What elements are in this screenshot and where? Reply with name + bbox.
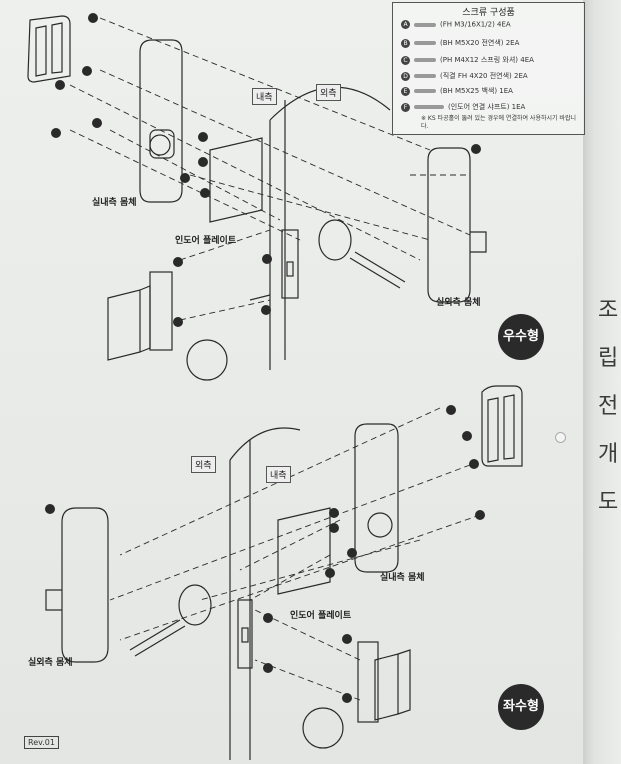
legend-item-c: C(PH M4X12 스프링 와셔) 4EA xyxy=(401,55,534,65)
revision-label: Rev.01 xyxy=(24,736,59,749)
legend-item-a: A(FH M3/16X1/2) 4EA xyxy=(401,20,511,29)
legend-item-d: D(직결 FH 4X20 전연색) 2EA xyxy=(401,71,528,81)
bottom-outer-tag: 외측 xyxy=(191,456,216,473)
side-char-2: 립 xyxy=(598,346,619,371)
bottom-inner-tag: 내측 xyxy=(266,466,291,483)
assembly-diagram: 실내측 몸체 인도어 플레이트 실외측 몸체 실내측 몸체 인도어 플레이트 실… xyxy=(27,13,523,760)
side-char-4: 개 xyxy=(598,442,619,467)
top-outer-tag: 외측 xyxy=(316,84,341,101)
left-hand-type-badge: 좌수형 xyxy=(498,684,544,730)
bottom-mortise xyxy=(374,649,411,721)
top-rose xyxy=(318,219,352,261)
side-char-1: 조 xyxy=(598,298,619,323)
top-indoor-body xyxy=(139,39,183,203)
bottom-latch-plate xyxy=(237,599,253,669)
top-indoor-plate-label: 인도어 플레이트 xyxy=(175,234,237,246)
top-outdoor-body-label: 실외측 몸체 xyxy=(436,296,481,308)
bottom-outdoor-body-label: 실외측 몸체 xyxy=(28,656,73,668)
bottom-rose xyxy=(178,584,212,626)
side-char-5: 도 xyxy=(598,490,619,515)
bottom-indoor-body xyxy=(354,423,399,573)
top-latch-plate xyxy=(281,229,299,299)
right-hand-type-badge: 우수형 xyxy=(498,314,544,360)
bottom-detail-circle xyxy=(302,707,344,749)
legend-item-b: B(BH M5X20 전연색) 2EA xyxy=(401,38,519,48)
legend-title: 스크류 구성품 xyxy=(462,8,515,18)
bottom-indoor-plate xyxy=(277,507,331,595)
top-detail-circle xyxy=(186,339,228,381)
top-inner-tag: 내측 xyxy=(252,88,277,105)
legend-item-e: E(BH M5X25 백색) 1EA xyxy=(401,86,513,96)
screw-legend: 스크류 구성품 A(FH M3/16X1/2) 4EA B(BH M5X20 전… xyxy=(392,2,585,135)
bottom-indoor-plate-label: 인도어 플레이트 xyxy=(290,609,352,621)
top-outdoor-body xyxy=(427,147,471,303)
bottom-outdoor-body xyxy=(61,507,109,663)
binder-hole xyxy=(555,432,566,443)
bottom-indoor-body-label: 실내측 몸체 xyxy=(380,571,425,583)
top-indoor-body-label: 실내측 몸체 xyxy=(92,196,137,208)
top-back-cover xyxy=(27,15,71,83)
legend-item-f: F(인도어 연결 샤프트) 1EA xyxy=(401,102,525,112)
legend-note: ※ KS 타공홀이 뚫려 있는 경우에 연결하여 사용하시기 바랍니다. xyxy=(421,115,576,130)
bottom-back-cover xyxy=(481,385,523,467)
top-mortise xyxy=(107,285,151,361)
side-char-3: 전 xyxy=(598,394,619,419)
next-page-edge xyxy=(583,0,621,764)
